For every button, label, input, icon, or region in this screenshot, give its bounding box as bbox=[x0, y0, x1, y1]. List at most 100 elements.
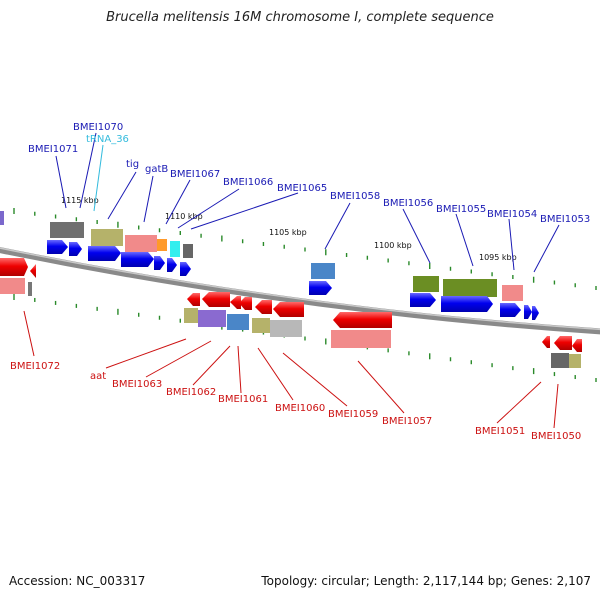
reverse-gene-arrow[interactable] bbox=[187, 293, 200, 306]
leader-line bbox=[533, 224, 560, 273]
gene-box[interactable] bbox=[198, 310, 226, 327]
scale-label: 1110 kbp bbox=[165, 212, 203, 221]
leader-line bbox=[237, 345, 242, 394]
forward-leader-lines bbox=[55, 132, 560, 273]
forward-gene-arrow[interactable] bbox=[69, 242, 82, 256]
gene-label[interactable]: BMEI1072 bbox=[10, 361, 60, 372]
gene-label[interactable]: BMEI1058 bbox=[330, 191, 380, 202]
leader-line bbox=[324, 202, 351, 250]
forward-gene-arrow[interactable] bbox=[88, 246, 121, 261]
leader-line bbox=[192, 345, 231, 386]
gene-box[interactable] bbox=[252, 318, 270, 333]
scale-label: 1105 kbp bbox=[269, 228, 307, 237]
gene-label[interactable]: BMEI1057 bbox=[382, 416, 432, 427]
forward-gene-arrow[interactable] bbox=[524, 305, 532, 319]
leader-line bbox=[165, 179, 191, 225]
reverse-gene-arrow[interactable] bbox=[255, 300, 272, 314]
gene-box[interactable] bbox=[551, 353, 569, 368]
gene-box[interactable] bbox=[569, 354, 581, 368]
gene-box[interactable] bbox=[311, 263, 335, 279]
forward-gene-arrow[interactable] bbox=[180, 262, 191, 276]
gene-label[interactable]: BMEI1065 bbox=[277, 183, 327, 194]
gene-label[interactable]: gatB bbox=[145, 164, 168, 175]
forward-gene-arrow[interactable] bbox=[309, 281, 332, 295]
leader-line bbox=[143, 175, 154, 223]
gene-box[interactable] bbox=[157, 239, 167, 251]
scale-label: 1100 kbp bbox=[374, 241, 412, 250]
reverse-gene-arrow[interactable] bbox=[554, 336, 572, 350]
gene-label[interactable]: BMEI1062 bbox=[166, 387, 216, 398]
gene-label[interactable]: BMEI1061 bbox=[218, 394, 268, 405]
trna-label[interactable]: tRNA_36 bbox=[86, 134, 129, 145]
gene-label[interactable]: BMEI1071 bbox=[28, 144, 78, 155]
gene-label[interactable]: tig bbox=[126, 159, 139, 170]
gene-label[interactable]: BMEI1060 bbox=[275, 403, 325, 414]
gene-label[interactable]: BMEI1070 bbox=[73, 122, 123, 133]
accession-text: Accession: NC_003317 bbox=[9, 574, 146, 588]
gene-box[interactable] bbox=[28, 282, 32, 296]
gene-label[interactable]: BMEI1063 bbox=[112, 379, 162, 390]
reverse-gene-arrow[interactable] bbox=[333, 312, 392, 328]
forward-gene-arrow[interactable] bbox=[154, 256, 165, 270]
reverse-arrows bbox=[0, 258, 582, 352]
leader-line bbox=[455, 213, 474, 267]
leader-line bbox=[257, 347, 294, 401]
chromosome-backbone-highlight bbox=[0, 247, 600, 331]
gene-box[interactable] bbox=[170, 241, 180, 257]
leader-line bbox=[508, 218, 515, 271]
gene-label[interactable]: BMEI1067 bbox=[170, 169, 220, 180]
gene-box[interactable] bbox=[270, 320, 302, 337]
gene-box[interactable] bbox=[0, 211, 4, 225]
gene-box[interactable] bbox=[91, 229, 123, 246]
gene-label[interactable]: aat bbox=[90, 371, 106, 382]
chromosome-backbone bbox=[0, 246, 600, 335]
gene-label[interactable]: BMEI1053 bbox=[540, 214, 590, 225]
leader-line bbox=[105, 338, 187, 369]
forward-gene-arrow[interactable] bbox=[121, 252, 154, 267]
topology-summary: Topology: circular; Length: 2,117,144 bp… bbox=[261, 574, 591, 588]
reverse-gene-arrow[interactable] bbox=[239, 297, 252, 310]
reverse-gene-arrow[interactable] bbox=[230, 296, 241, 309]
leader-line bbox=[553, 383, 559, 429]
forward-gene-arrow[interactable] bbox=[167, 258, 177, 272]
reverse-gene-arrow[interactable] bbox=[30, 264, 36, 278]
gene-box[interactable] bbox=[331, 330, 391, 348]
leader-line bbox=[190, 192, 299, 230]
reverse-gene-arrow[interactable] bbox=[572, 339, 582, 352]
gene-label[interactable]: BMEI1050 bbox=[531, 431, 581, 442]
gene-box[interactable] bbox=[502, 285, 523, 301]
feature-boxes-reverse bbox=[0, 278, 581, 368]
leader-line bbox=[357, 360, 405, 414]
leader-line bbox=[282, 352, 348, 407]
gene-box[interactable] bbox=[50, 222, 84, 238]
gene-box[interactable] bbox=[413, 276, 439, 292]
gene-box[interactable] bbox=[227, 314, 249, 330]
reverse-gene-arrow[interactable] bbox=[273, 302, 304, 317]
reverse-gene-arrow[interactable] bbox=[542, 336, 550, 348]
gene-box[interactable] bbox=[125, 235, 157, 252]
gene-label[interactable]: BMEI1056 bbox=[383, 198, 433, 209]
gene-label[interactable]: BMEI1054 bbox=[487, 209, 537, 220]
forward-gene-arrow[interactable] bbox=[500, 303, 521, 317]
forward-gene-arrow[interactable] bbox=[47, 240, 68, 254]
gene-label[interactable]: BMEI1059 bbox=[328, 409, 378, 420]
scale-ticks bbox=[13, 208, 597, 382]
gene-box[interactable] bbox=[0, 278, 25, 294]
gene-label[interactable]: BMEI1051 bbox=[475, 426, 525, 437]
feature-boxes-forward bbox=[0, 211, 523, 301]
gene-box[interactable] bbox=[184, 308, 198, 323]
reverse-gene-arrow[interactable] bbox=[0, 258, 28, 276]
reverse-gene-arrow[interactable] bbox=[202, 292, 230, 307]
forward-gene-arrow[interactable] bbox=[410, 293, 436, 307]
gene-label[interactable]: BMEI1055 bbox=[436, 204, 486, 215]
leader-line bbox=[145, 340, 212, 378]
gene-label[interactable]: BMEI1066 bbox=[223, 177, 273, 188]
trna-leader-line bbox=[93, 144, 104, 212]
forward-arrows bbox=[47, 240, 539, 320]
gene-box[interactable] bbox=[443, 279, 497, 297]
gene-box[interactable] bbox=[183, 244, 193, 258]
forward-gene-arrow[interactable] bbox=[441, 296, 493, 312]
leader-line bbox=[79, 132, 97, 209]
forward-gene-arrow[interactable] bbox=[532, 306, 539, 320]
